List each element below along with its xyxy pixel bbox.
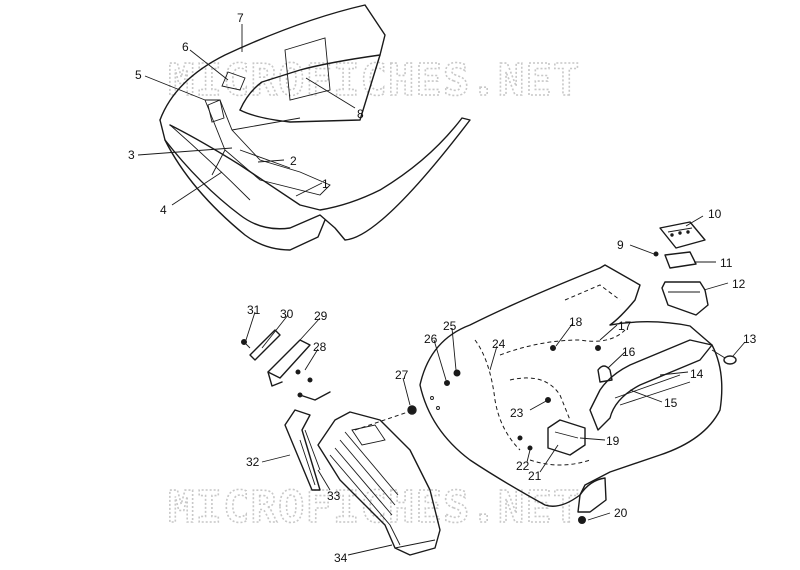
callout-labels: 1 2 3 4 5 6 7 8 9 10 11 12 13 14 15 16 1… <box>128 11 757 565</box>
callout-25: 25 <box>443 319 457 333</box>
body-assembly <box>408 264 723 524</box>
callout-2: 2 <box>290 154 297 168</box>
callout-30: 30 <box>280 307 294 321</box>
callout-5: 5 <box>135 68 142 82</box>
leader-lines <box>137 24 746 556</box>
callout-6: 6 <box>182 40 189 54</box>
hood-assembly <box>159 4 471 251</box>
callout-31: 31 <box>247 303 261 317</box>
callout-22: 22 <box>516 459 530 473</box>
callout-14: 14 <box>690 367 704 381</box>
callout-24: 24 <box>492 337 506 351</box>
callout-11: 11 <box>720 256 733 270</box>
callout-16: 16 <box>622 345 636 359</box>
callout-32: 32 <box>246 455 260 469</box>
callout-1: 1 <box>322 177 329 191</box>
callout-8: 8 <box>357 107 364 121</box>
callout-21: 21 <box>528 469 542 483</box>
callout-4: 4 <box>160 203 167 217</box>
callout-27: 27 <box>395 368 409 382</box>
callout-19: 19 <box>606 434 620 448</box>
watermark-bottom: MICROFICHES.NET <box>168 482 580 533</box>
callout-23: 23 <box>510 406 524 420</box>
callout-33: 33 <box>327 489 341 503</box>
callout-7: 7 <box>237 11 244 25</box>
callout-26: 26 <box>424 332 438 346</box>
callout-9: 9 <box>617 238 624 252</box>
callout-12: 12 <box>732 277 746 291</box>
upper-right-parts <box>653 221 737 365</box>
callout-20: 20 <box>614 506 628 520</box>
watermark-top: MICROFICHES.NET <box>168 55 580 106</box>
callout-34: 34 <box>334 551 348 565</box>
callout-18: 18 <box>569 315 583 329</box>
callout-28: 28 <box>313 340 327 354</box>
callout-10: 10 <box>708 207 722 221</box>
callout-17: 17 <box>618 319 632 333</box>
callout-15: 15 <box>664 396 678 410</box>
left-shroud-parts <box>241 329 441 556</box>
callout-29: 29 <box>314 309 328 323</box>
callout-13: 13 <box>743 332 757 346</box>
callout-3: 3 <box>128 148 135 162</box>
